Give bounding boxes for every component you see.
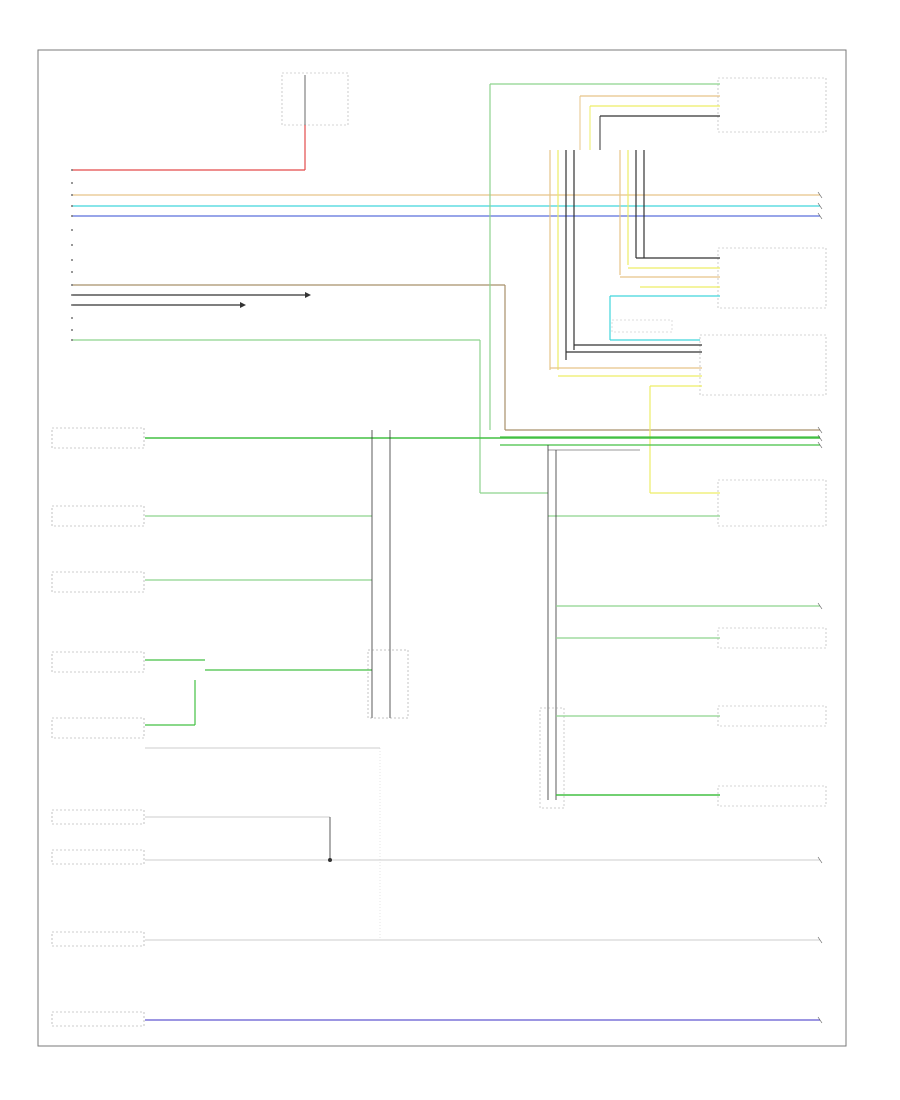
center-connector-strip [367,430,409,719]
left-module-column [51,427,820,1027]
right-terminal-ticks [817,191,823,1024]
module-right-middle [609,247,827,341]
diagram-border [37,49,847,1047]
wire-bus-right [500,436,820,451]
fuse-block-top [72,72,349,171]
gateway-module-center [539,445,827,809]
radio-connector-top [489,77,827,430]
hvac-control-module [548,479,827,527]
radio-control-module [550,334,827,494]
left-terminal-pins [71,169,73,341]
splice-vertical-runs [549,96,645,370]
wire-bus-top [72,194,820,494]
